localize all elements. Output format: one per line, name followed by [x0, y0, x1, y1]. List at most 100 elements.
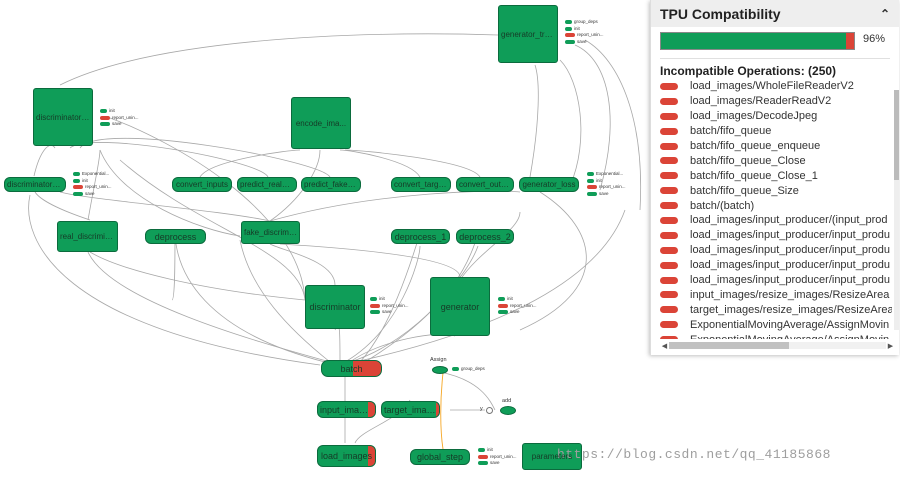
- incompatible-operation-item[interactable]: load_images/input_producer/input_produ: [660, 258, 892, 273]
- operation-name: input_images/resize_images/ResizeArea: [690, 288, 890, 301]
- chevron-up-icon[interactable]: ⌃: [879, 6, 890, 21]
- incompatible-status-icon: [660, 261, 678, 269]
- node-discriminator-train[interactable]: discriminator_tr...: [33, 88, 93, 146]
- node-fake-discriminator[interactable]: fake_discriminator: [241, 221, 300, 244]
- incompatible-operation-item[interactable]: target_images/resize_images/ResizeArea: [660, 302, 892, 317]
- incompatible-status-icon: [660, 187, 678, 195]
- operation-name: target_images/resize_images/ResizeArea: [690, 303, 892, 316]
- compatibility-progress-bar: [660, 32, 855, 50]
- node-discriminator[interactable]: discriminator: [305, 285, 365, 329]
- operation-name: load_images/input_producer/input_produ: [690, 244, 890, 257]
- node-deprocess[interactable]: deprocess: [145, 229, 206, 244]
- incompatible-fraction: [435, 402, 439, 417]
- node-deprocess-2[interactable]: deprocess_2: [456, 229, 514, 244]
- incompatible-operation-item[interactable]: batch/fifo_queue_Close: [660, 153, 892, 168]
- incompatible-operation-item[interactable]: load_images/DecodeJpeg: [660, 109, 892, 124]
- operation-name: ExponentialMovingAverage/AssignMovin: [690, 318, 890, 331]
- incompatible-fraction: [368, 402, 375, 417]
- incompatible-operation-item[interactable]: load_images/WholeFileReaderV2: [660, 79, 892, 94]
- node-convert-targets[interactable]: convert_targets: [391, 177, 451, 192]
- operation-name: load_images/input_producer/input_produ: [690, 229, 890, 242]
- add-label: add: [502, 398, 512, 404]
- node-convert-outputs[interactable]: convert_outp...: [456, 177, 514, 192]
- incompatible-status-icon: [660, 112, 678, 120]
- node-add[interactable]: [500, 406, 516, 415]
- divider: [660, 58, 890, 59]
- node-deprocess-1[interactable]: deprocess_1: [391, 229, 450, 244]
- incompatible-status-icon: [660, 127, 678, 135]
- node-generator-train[interactable]: generator_train: [498, 5, 558, 63]
- node-batch[interactable]: batch: [321, 360, 382, 377]
- node-predict-real-sum[interactable]: predict_real_sum...: [237, 177, 297, 192]
- incompatible-status-icon: [660, 291, 678, 299]
- scroll-left-icon[interactable]: ◀: [661, 342, 668, 350]
- operation-name: batch/fifo_queue: [690, 125, 772, 138]
- node-generator[interactable]: generator: [430, 277, 490, 336]
- node-encode-images[interactable]: encode_ima...: [291, 97, 351, 149]
- incompatible-operation-item[interactable]: load_images/input_producer/input_produ: [660, 273, 892, 288]
- scrollbar-thumb[interactable]: [894, 90, 899, 180]
- incompatible-status-icon: [660, 336, 678, 339]
- incompatible-status-icon: [660, 306, 678, 314]
- incompatible-operation-item[interactable]: batch/fifo_queue_Close_1: [660, 168, 892, 183]
- incompatible-status-icon: [660, 216, 678, 224]
- incompatible-status-icon: [660, 246, 678, 254]
- node-assign[interactable]: [432, 366, 448, 374]
- operation-name: batch/fifo_queue_enqueue: [690, 140, 821, 152]
- incompatible-status-icon: [660, 276, 678, 284]
- incompatible-operation-item[interactable]: load_images/input_producer/input_produ: [660, 228, 892, 243]
- node-y[interactable]: [486, 407, 493, 414]
- incompatible-operation-item[interactable]: load_images/input_producer/(input_prod: [660, 213, 892, 228]
- node-load-images[interactable]: load_images: [317, 445, 376, 467]
- incompatible-fraction: [368, 446, 375, 466]
- node-discriminator-loss[interactable]: discriminator_loss: [4, 177, 66, 192]
- node-generator-loss[interactable]: generator_loss: [519, 177, 579, 192]
- node-parameters[interactable]: parameters: [522, 443, 582, 470]
- tpu-compatibility-panel: TPU Compatibility ⌃ 96% Incompatible Ope…: [650, 0, 899, 355]
- panel-title: TPU Compatibility: [660, 5, 781, 22]
- scroll-right-icon[interactable]: ▶: [887, 342, 894, 350]
- incompatible-status-icon: [660, 321, 678, 329]
- global-step-aux: init report_unin... save: [478, 447, 517, 467]
- operation-name: batch/fifo_queue_Size: [690, 184, 799, 197]
- incompatible-operation-item[interactable]: load_images/ReaderReadV2: [660, 94, 892, 109]
- operation-name: batch/fifo_queue_Close_1: [690, 169, 818, 182]
- node-global-step[interactable]: global_step: [410, 449, 470, 465]
- incompatible-operation-item[interactable]: batch/fifo_queue_Size: [660, 183, 892, 198]
- operation-name: batch/(batch): [690, 199, 755, 212]
- incompatible-operation-item[interactable]: ExponentialMovingAverage/AssignMovin: [660, 317, 892, 332]
- generator-train-aux: group_deps init report_unin... save: [565, 19, 604, 45]
- horizontal-scroll-track[interactable]: [669, 342, 886, 349]
- incompatible-operation-item[interactable]: ExponentialMovingAverage/AssignMovin: [660, 332, 892, 339]
- incompatible-operation-item[interactable]: batch/(batch): [660, 198, 892, 213]
- discriminator-train-aux: init report_unin... save: [100, 108, 139, 128]
- discriminator-aux: init report_unin... save: [370, 296, 409, 316]
- watermark: https://blog.csdn.net/qq_41185868: [557, 447, 831, 462]
- compatibility-progress-fill: [661, 33, 847, 49]
- operation-name: batch/fifo_queue_Close: [690, 154, 806, 167]
- node-input-images[interactable]: input_images: [317, 401, 376, 418]
- graph-canvas[interactable]: generator_train discriminator_tr... enco…: [0, 0, 650, 477]
- horizontal-scroll-thumb[interactable]: [669, 342, 789, 349]
- incompatible-status-icon: [660, 172, 678, 180]
- incompatible-operation-item[interactable]: batch/fifo_queue_enqueue: [660, 139, 892, 154]
- node-target-images[interactable]: target_images: [381, 401, 440, 418]
- incompatible-operation-item[interactable]: load_images/input_producer/input_produ: [660, 243, 892, 258]
- operation-name: load_images/input_producer/(input_prod: [690, 214, 888, 227]
- incompatible-operation-item[interactable]: input_images/resize_images/ResizeArea: [660, 287, 892, 302]
- horizontal-scrollbar[interactable]: ◀ ▶: [660, 341, 895, 350]
- assign-aux: group_deps: [452, 366, 485, 373]
- incompatible-status-icon: [660, 202, 678, 210]
- incompatible-status-icon: [660, 142, 678, 150]
- node-real-discriminator[interactable]: real_discriminator: [57, 221, 118, 252]
- compatibility-percent: 96%: [863, 33, 886, 45]
- aux-pill: [452, 367, 459, 372]
- discriminator-loss-aux: Exponential... init report_unin... save: [73, 171, 112, 197]
- incompatible-status-icon: [660, 231, 678, 239]
- vertical-scrollbar[interactable]: [894, 90, 899, 330]
- incompatible-operation-item[interactable]: batch/fifo_queue: [660, 124, 892, 139]
- node-predict-fake-sum[interactable]: predict_fake_sum...: [301, 177, 361, 192]
- node-convert-inputs[interactable]: convert_inputs: [172, 177, 232, 192]
- incompatible-fraction: [352, 361, 381, 376]
